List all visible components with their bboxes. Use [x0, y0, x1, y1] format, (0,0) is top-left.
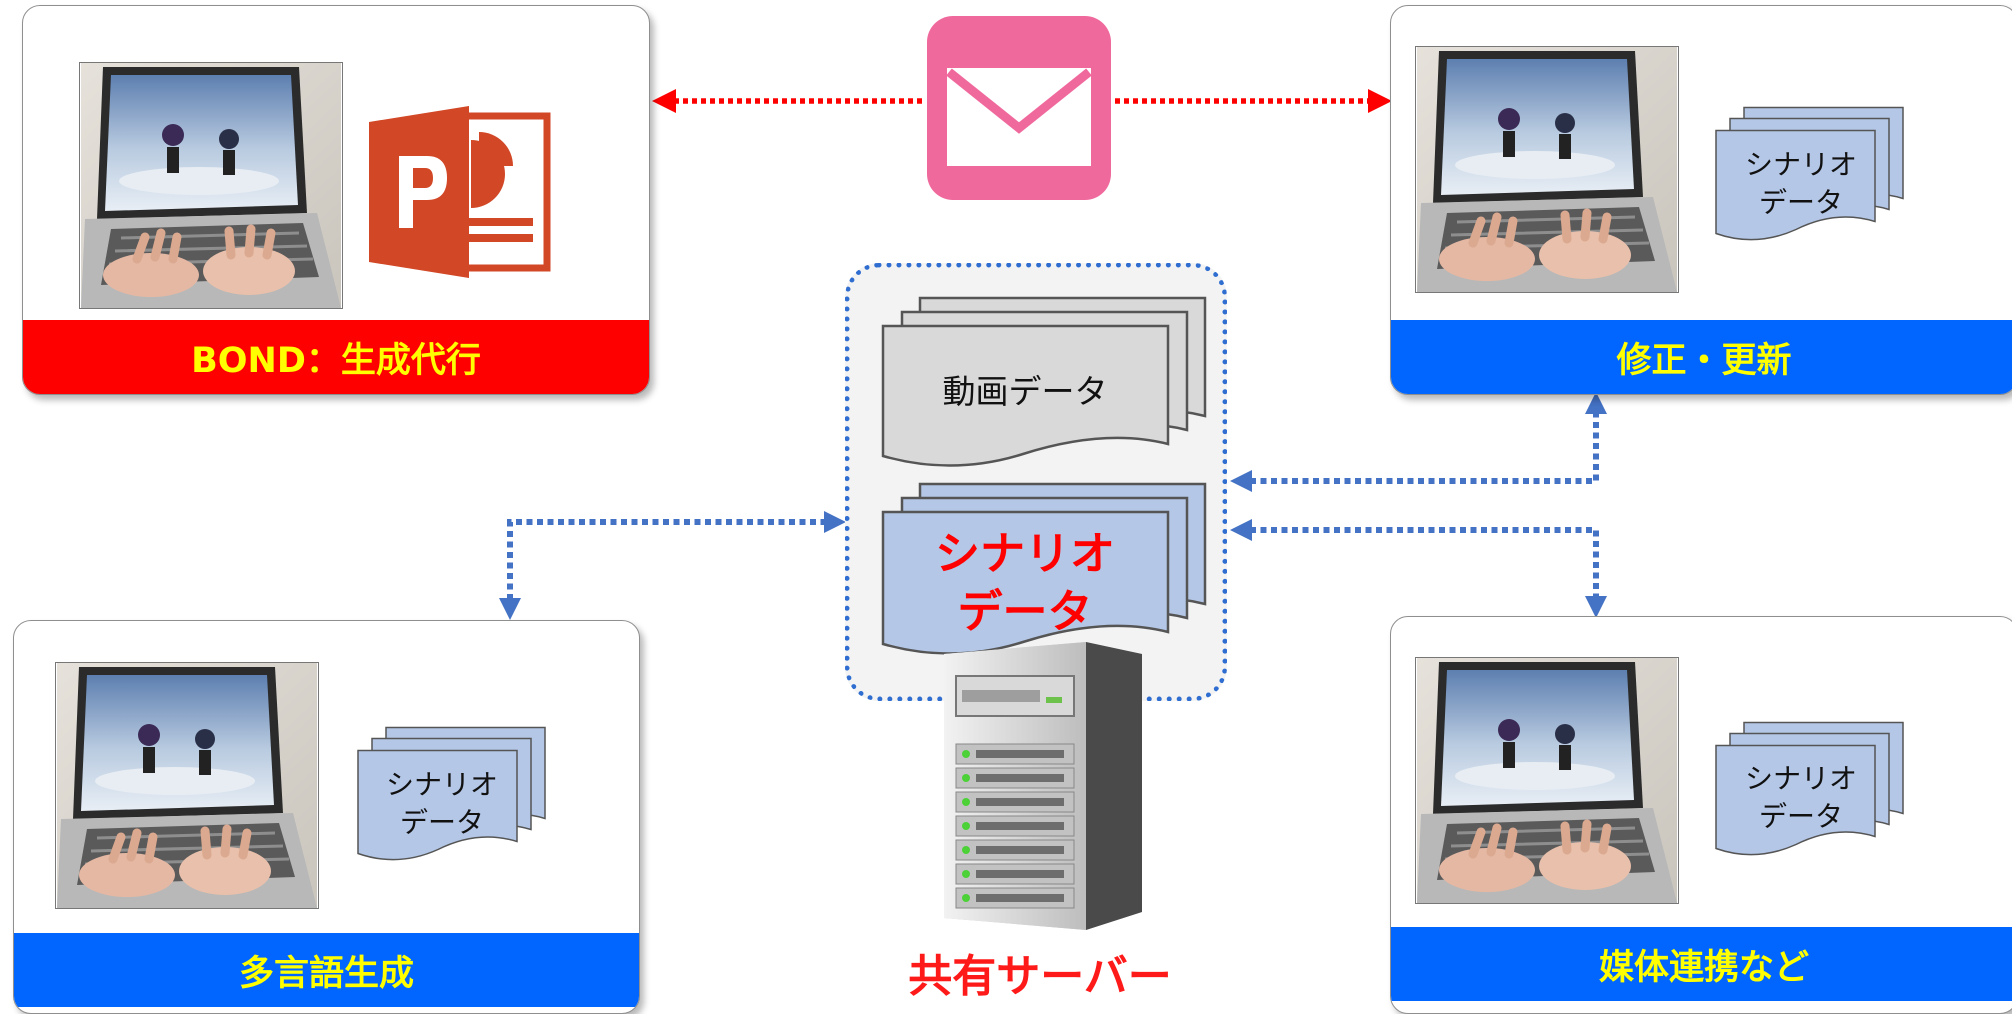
panel-multilang: シナリオ データ 多言語生成: [13, 620, 640, 1014]
blue-arrowhead-update-up: [1585, 392, 1607, 414]
arrow-multilang: [507, 519, 826, 600]
panel-media-label: 媒体連携など: [1391, 927, 2012, 1001]
mail-icon: [927, 16, 1111, 200]
panel-bond: BOND：生成代行: [22, 5, 650, 395]
arrow-update: [1250, 412, 1599, 484]
video-data-label: 動画データ: [942, 372, 1108, 411]
doc-label: シナリオ データ: [1744, 762, 1857, 833]
powerpoint-icon: [369, 106, 551, 278]
shared-server-caption: 共有サーバー: [908, 951, 1172, 1002]
laptop-photo: [1415, 657, 1679, 904]
laptop-photo: [55, 662, 319, 909]
panel-update: シナリオ データ 修正・更新: [1390, 5, 2012, 395]
server-bays: [955, 743, 1075, 909]
scenario-data-title: シナリオ データ: [934, 527, 1115, 638]
blue-arrowhead-media-down: [1585, 596, 1607, 618]
red-arrowhead-left: [652, 89, 676, 113]
blue-arrowhead-multilang-right: [824, 511, 846, 533]
red-arrowhead-right: [1368, 89, 1392, 113]
laptop-photo: [1415, 46, 1679, 293]
scenario-data-document: [881, 482, 1207, 655]
blue-arrowhead-multilang-down: [499, 598, 521, 620]
blue-arrowhead-media-left: [1230, 519, 1252, 541]
doc-label: シナリオ データ: [1744, 148, 1857, 219]
panel-multilang-label: 多言語生成: [14, 933, 639, 1007]
blue-arrowhead-update-left: [1230, 470, 1252, 492]
doc-label: シナリオ データ: [385, 768, 498, 839]
panel-update-label: 修正・更新: [1391, 320, 2012, 394]
server-icon: [944, 642, 1142, 930]
panel-media: シナリオ データ 媒体連携など: [1390, 616, 2012, 1014]
panel-bond-label: BOND：生成代行: [23, 320, 649, 394]
laptop-photo: [79, 62, 343, 309]
arrow-media: [1250, 527, 1599, 598]
video-data-document: [881, 296, 1207, 467]
